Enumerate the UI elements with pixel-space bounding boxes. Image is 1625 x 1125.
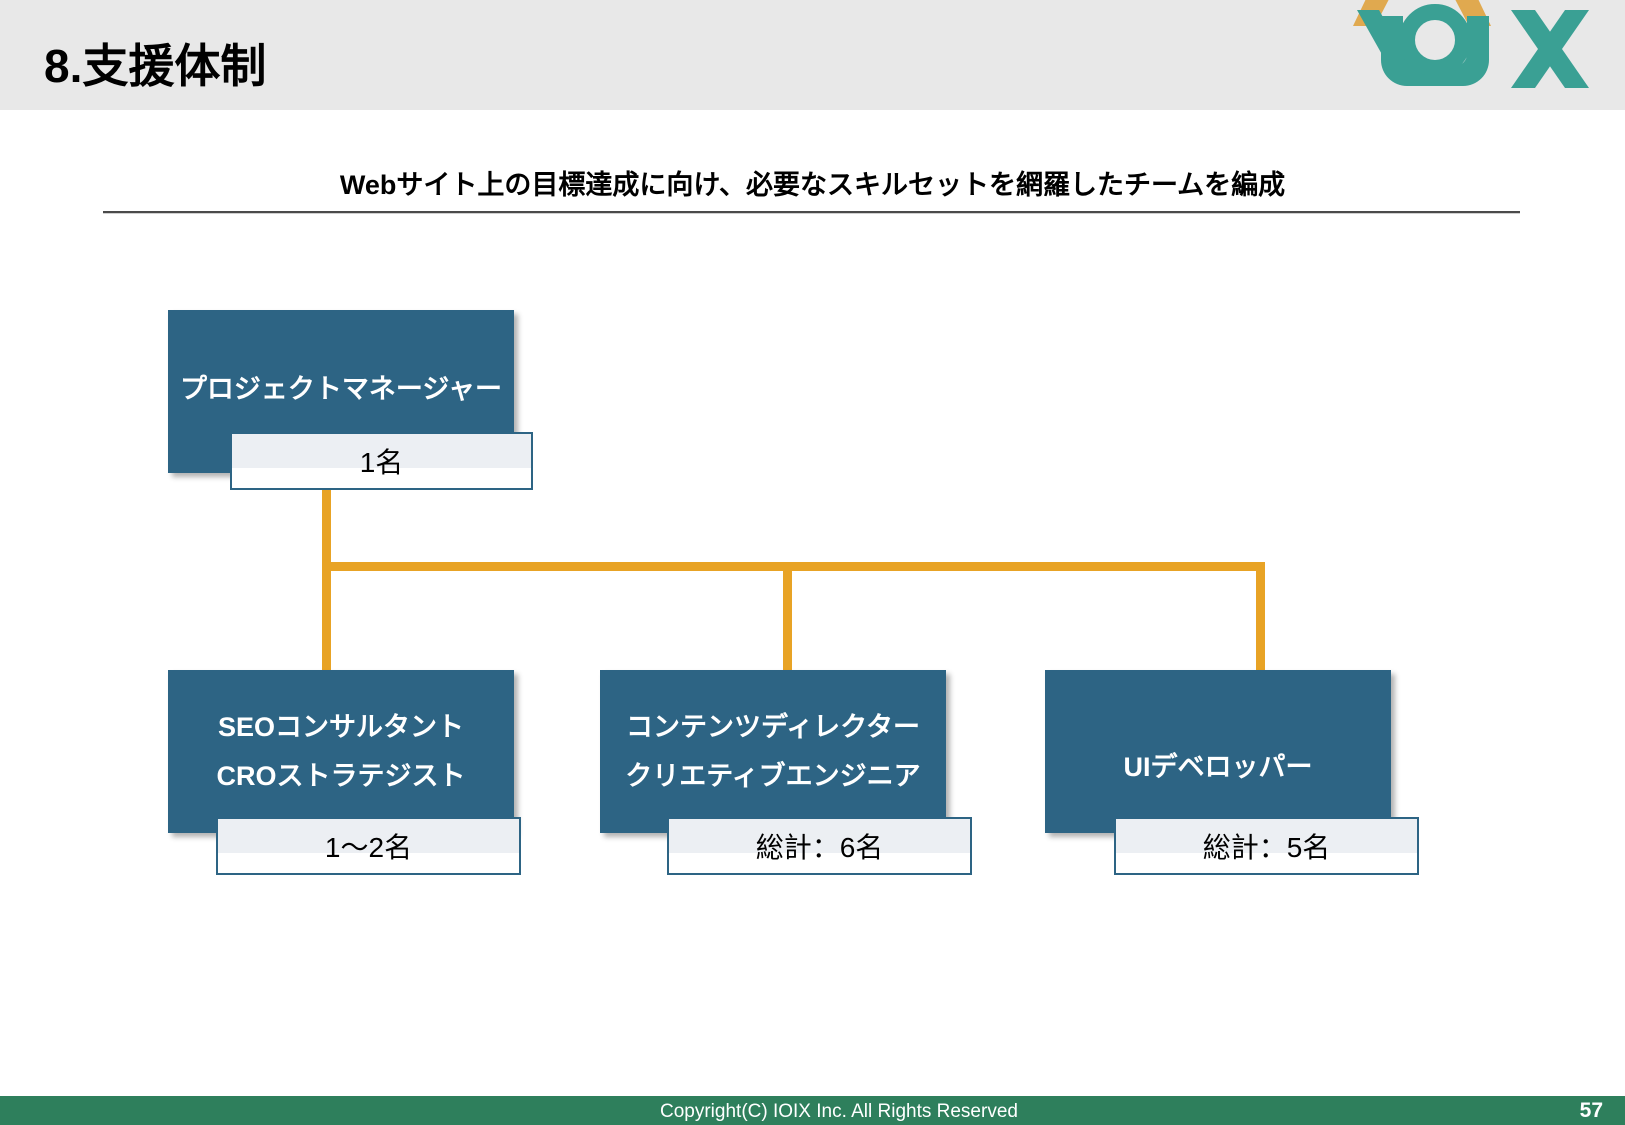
count-label: 1〜2名 (324, 832, 413, 863)
count-fill (669, 819, 970, 853)
role-label: クリエティブエンジニア (625, 760, 921, 791)
role-label: UIデベロッパー (1123, 752, 1313, 782)
footer-bar (0, 1096, 1625, 1125)
connector-vertical-child-3 (1256, 562, 1265, 672)
role-box-content-director[interactable]: コンテンツディレクター クリエティブエンジニア (600, 670, 946, 833)
count-box-seo-cro: 1〜2名 (216, 817, 521, 875)
role-label: コンテンツディレクター (625, 711, 921, 742)
count-box-ui-developer: 総計：5名 (1114, 817, 1419, 875)
count-box-project-manager: 1名 (230, 432, 533, 490)
role-label: CROストラテジスト (216, 760, 466, 791)
count-label: 1名 (359, 447, 404, 478)
count-label: 総計：5名 (1202, 832, 1331, 863)
role-label: SEOコンサルタント (217, 711, 465, 742)
count-box-content-director: 総計：6名 (667, 817, 972, 875)
slide-subtitle: Webサイト上の目標達成に向け、必要なスキルセットを網羅したチームを編成 (339, 170, 1286, 200)
connector-horizontal-bus (322, 562, 1265, 571)
footer-copyright: Copyright(C) IOIX Inc. All Rights Reserv… (660, 1101, 1018, 1122)
ioix-logo-icon (1353, 0, 1589, 88)
connector-vertical-root (322, 473, 331, 567)
role-box-seo-cro[interactable]: SEOコンサルタント CROストラテジスト (168, 670, 514, 833)
page-title: 8.支援体制 (44, 40, 267, 92)
header-band (0, 0, 1625, 110)
connector-vertical-child-1 (322, 562, 331, 672)
footer-page-number: 57 (1579, 1099, 1603, 1122)
subtitle-divider (103, 211, 1520, 213)
count-fill (1116, 819, 1417, 853)
count-label: 総計：6名 (755, 832, 884, 863)
connector-vertical-child-2 (783, 562, 792, 672)
role-label: プロジェクトマネージャー (179, 374, 503, 404)
count-fill (218, 819, 519, 853)
role-box-ui-developer[interactable]: UIデベロッパー (1045, 670, 1391, 833)
count-fill (232, 434, 531, 468)
